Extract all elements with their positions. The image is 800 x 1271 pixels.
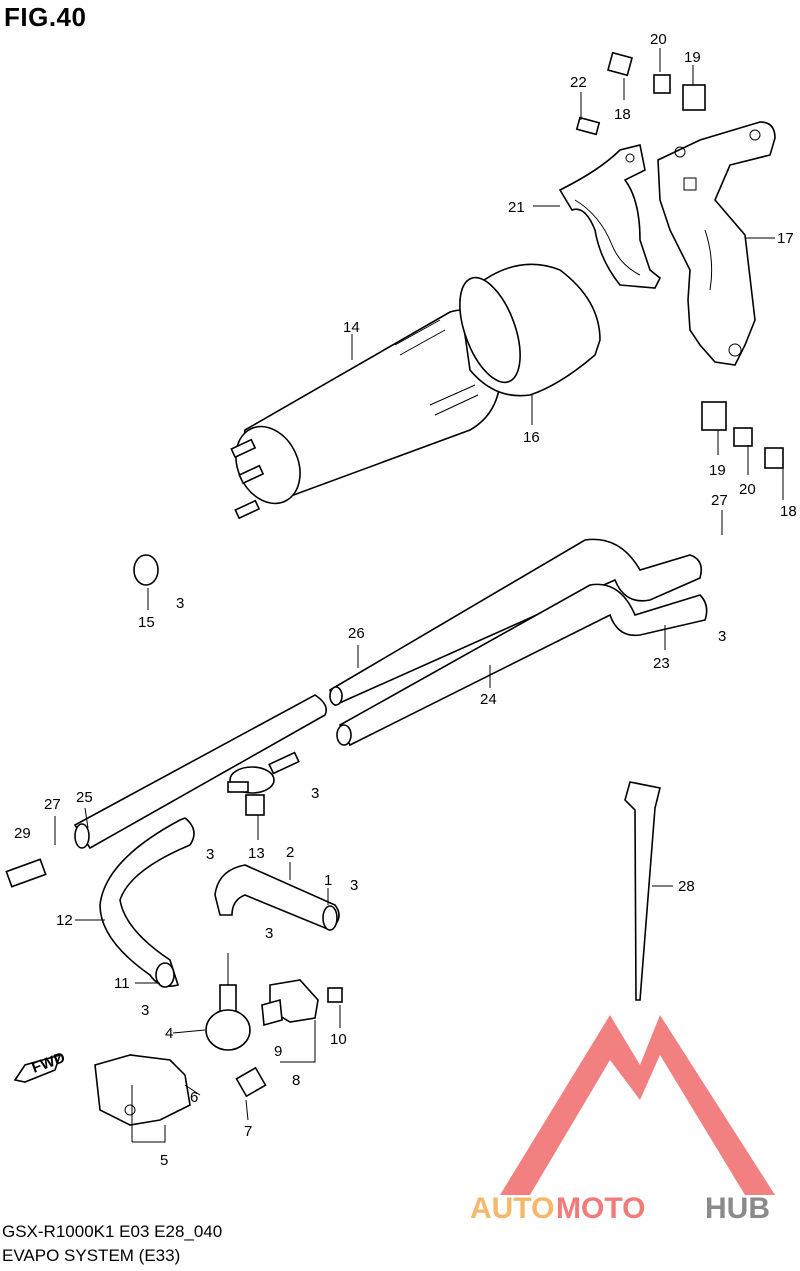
callout-13: 13 xyxy=(248,845,265,862)
callout-1: 1 xyxy=(324,872,332,889)
callout-28: 28 xyxy=(678,878,695,895)
callout-27: 27 xyxy=(711,492,728,509)
callout-3: 3 xyxy=(350,877,358,894)
valve-13 xyxy=(227,751,300,816)
callout-3: 3 xyxy=(206,846,214,863)
leader-lines xyxy=(54,48,784,1143)
watermark-hub: HUB xyxy=(705,1192,770,1225)
callout-27: 27 xyxy=(44,796,61,813)
callout-26: 26 xyxy=(348,625,365,642)
callout-3: 3 xyxy=(718,628,726,645)
bracket-5 xyxy=(94,1054,191,1126)
fwd-arrow-icon: FWD xyxy=(13,1049,68,1083)
watermark-logo xyxy=(500,1015,775,1195)
watermark-auto: AUTO xyxy=(470,1192,554,1225)
hose-12 xyxy=(99,817,195,988)
joint-4 xyxy=(205,984,251,1051)
callout-25: 25 xyxy=(76,789,93,806)
callout-29: 29 xyxy=(14,825,31,842)
callout-3: 3 xyxy=(265,925,273,942)
callout-12: 12 xyxy=(56,912,73,929)
callout-6: 6 xyxy=(190,1089,198,1106)
bracket-17 xyxy=(657,121,776,366)
caption-model: GSX-R1000K1 E03 E28_040 xyxy=(2,1222,223,1241)
callout-5: 5 xyxy=(160,1152,168,1169)
callout-7: 7 xyxy=(244,1123,252,1140)
bracket-21 xyxy=(558,144,662,289)
callout-8: 8 xyxy=(292,1072,300,1089)
watermark-moto: MOTO xyxy=(556,1192,645,1225)
callout-24: 24 xyxy=(480,691,497,708)
callout-20: 20 xyxy=(739,481,756,498)
callout-20: 20 xyxy=(650,31,667,48)
callout-23: 23 xyxy=(653,655,670,672)
caption-system: EVAPO SYSTEM (E33) xyxy=(2,1246,181,1265)
callout-19: 19 xyxy=(684,49,701,66)
band-16 xyxy=(459,263,601,397)
hose-2 xyxy=(214,864,340,931)
callout-labels: 1 2 3 3 3 3 3 3 3 3 4 5 6 7 8 9 10 11 12… xyxy=(14,31,797,1169)
callout-9: 9 xyxy=(274,1043,282,1060)
callout-3: 3 xyxy=(311,785,319,802)
callout-4: 4 xyxy=(165,1025,173,1042)
callout-18: 18 xyxy=(614,106,631,123)
callout-10: 10 xyxy=(330,1031,347,1048)
callout-3: 3 xyxy=(176,595,184,612)
canister-14 xyxy=(230,309,502,520)
callout-21: 21 xyxy=(508,199,525,216)
fasteners xyxy=(5,51,784,1098)
bracket-8 xyxy=(261,979,319,1027)
callout-17: 17 xyxy=(777,230,794,247)
callout-19: 19 xyxy=(709,462,726,479)
callout-14: 14 xyxy=(343,319,360,336)
watermark-text: AUTO MOTO HUB xyxy=(470,1192,770,1225)
figure-title: FIG.40 xyxy=(4,2,87,32)
callout-3: 3 xyxy=(141,1002,149,1019)
callout-18: 18 xyxy=(780,503,797,520)
callout-11: 11 xyxy=(114,975,130,992)
hose-25 xyxy=(73,694,328,850)
callout-2: 2 xyxy=(286,844,294,861)
hoses-23-24-26 xyxy=(329,538,708,747)
callout-22: 22 xyxy=(570,74,587,91)
callout-15: 15 xyxy=(138,614,155,631)
callout-16: 16 xyxy=(523,429,540,446)
